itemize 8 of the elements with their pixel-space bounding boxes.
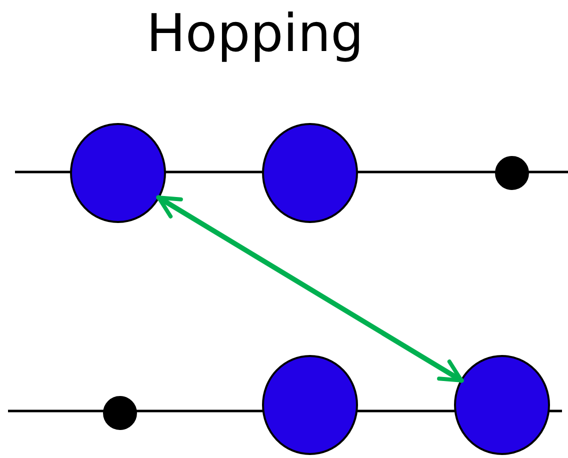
- atom-circle: [454, 355, 550, 455]
- title: Hopping: [145, 4, 365, 64]
- atom-circle: [70, 123, 166, 223]
- vacancy-dot: [495, 156, 529, 190]
- atom-circle: [262, 355, 358, 455]
- hopping-arrow: [156, 195, 464, 383]
- vacancy-dot: [103, 396, 137, 430]
- atom-circle: [262, 123, 358, 223]
